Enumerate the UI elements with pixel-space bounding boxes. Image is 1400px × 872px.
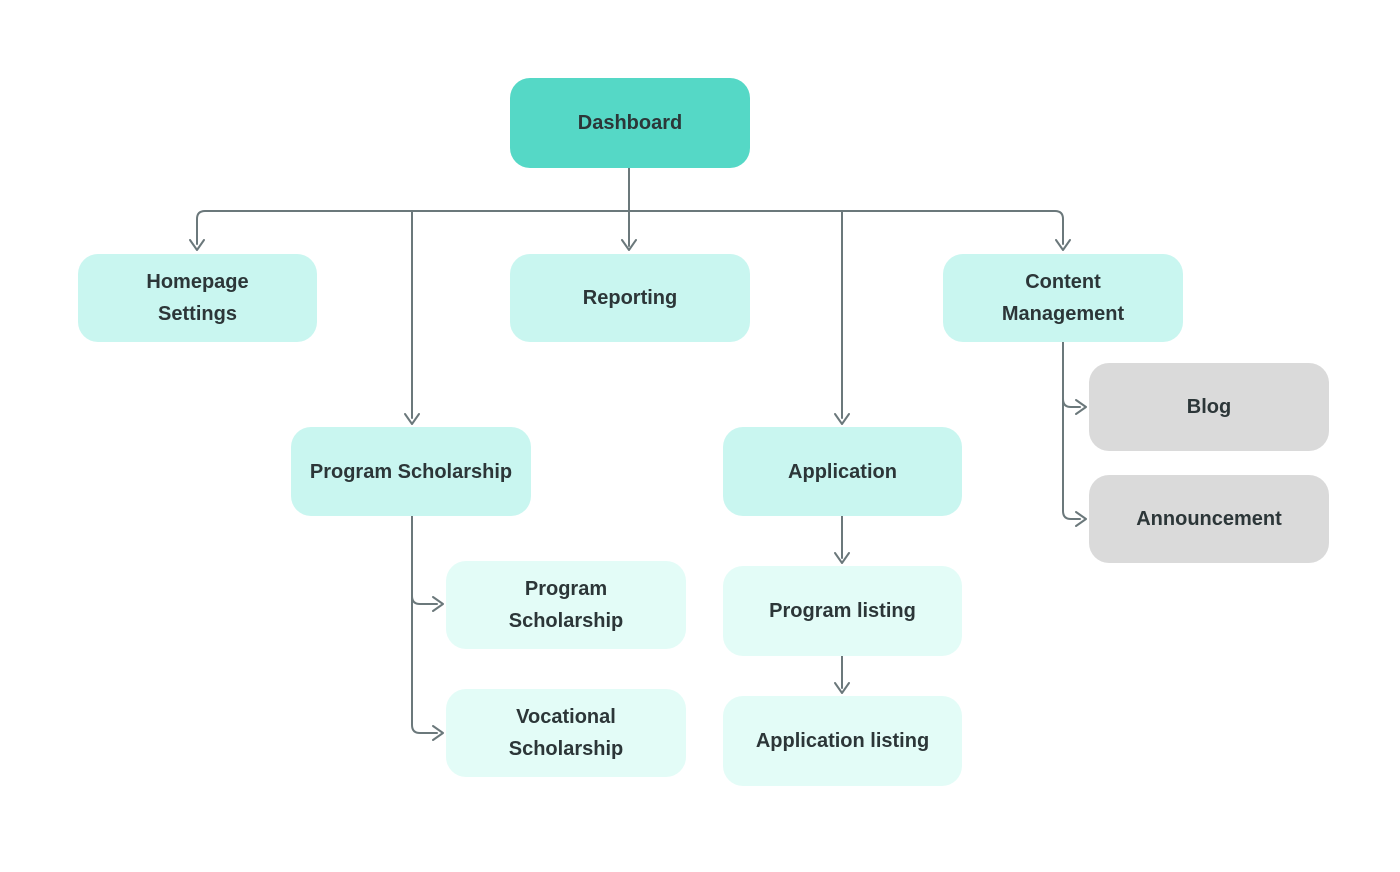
arrowhead: [189, 239, 205, 251]
arrowhead: [834, 682, 850, 694]
node-homepage-settings: Homepage Settings: [78, 254, 317, 342]
arrowhead: [1075, 511, 1087, 527]
node-dashboard: Dashboard: [510, 78, 750, 168]
arrowhead: [834, 552, 850, 564]
arrowhead: [834, 413, 850, 425]
node-blog: Blog: [1089, 363, 1329, 451]
node-content-management: Content Management: [943, 254, 1183, 342]
node-vocational-scholarship: Vocational Scholarship: [446, 689, 686, 777]
node-program-listing: Program listing: [723, 566, 962, 656]
edge-ps-sub: [411, 595, 438, 605]
edge-ps-vocational: [411, 515, 438, 734]
edge-cm-announcement: [1062, 341, 1081, 520]
arrowhead: [432, 596, 444, 612]
node-application-listing: Application listing: [723, 696, 962, 786]
node-program-scholarship-sub: Program Scholarship: [446, 561, 686, 649]
node-application: Application: [723, 427, 962, 516]
node-program-scholarship: Program Scholarship: [291, 427, 531, 516]
arrowhead: [1055, 239, 1071, 251]
node-announcement: Announcement: [1089, 475, 1329, 563]
edge-cm-blog: [1062, 398, 1081, 408]
arrowhead: [1075, 399, 1087, 415]
node-reporting: Reporting: [510, 254, 750, 342]
arrowhead: [404, 413, 420, 425]
arrowhead: [432, 725, 444, 741]
edge-bus: [196, 210, 1064, 245]
arrowhead: [621, 239, 637, 251]
